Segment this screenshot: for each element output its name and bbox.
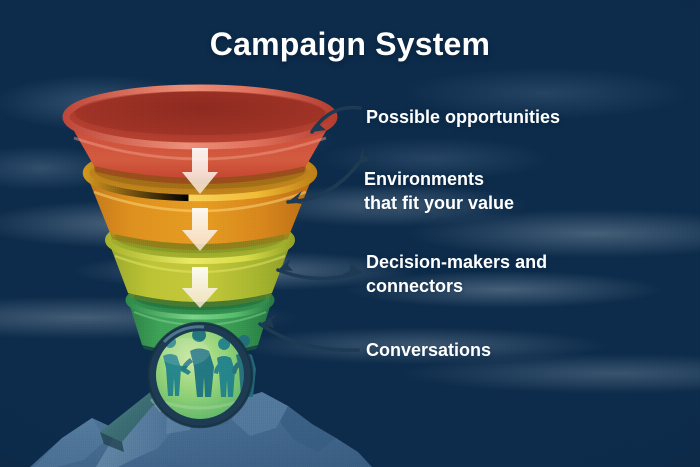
stage-label-2: Environments that fit your value — [364, 169, 515, 213]
pointer-arrow-4 — [258, 322, 360, 352]
stage-label-4: Conversations — [366, 340, 492, 360]
funnel-stage-1[interactable] — [62, 84, 338, 184]
flow-arrow-2 — [182, 208, 218, 251]
stage-label-3: Decision-makers and connectors — [366, 252, 548, 296]
flow-arrow-1 — [182, 148, 218, 194]
pointer-arrow-heads — [260, 117, 371, 328]
magnifying-glass[interactable] — [146, 321, 256, 429]
people-silhouettes — [163, 328, 256, 397]
stage-label-1: Possible opportunities — [366, 107, 561, 127]
pointer-arrow-3 — [276, 268, 362, 281]
page-title: Campaign System — [209, 26, 491, 62]
flow-arrow-3 — [182, 267, 218, 308]
